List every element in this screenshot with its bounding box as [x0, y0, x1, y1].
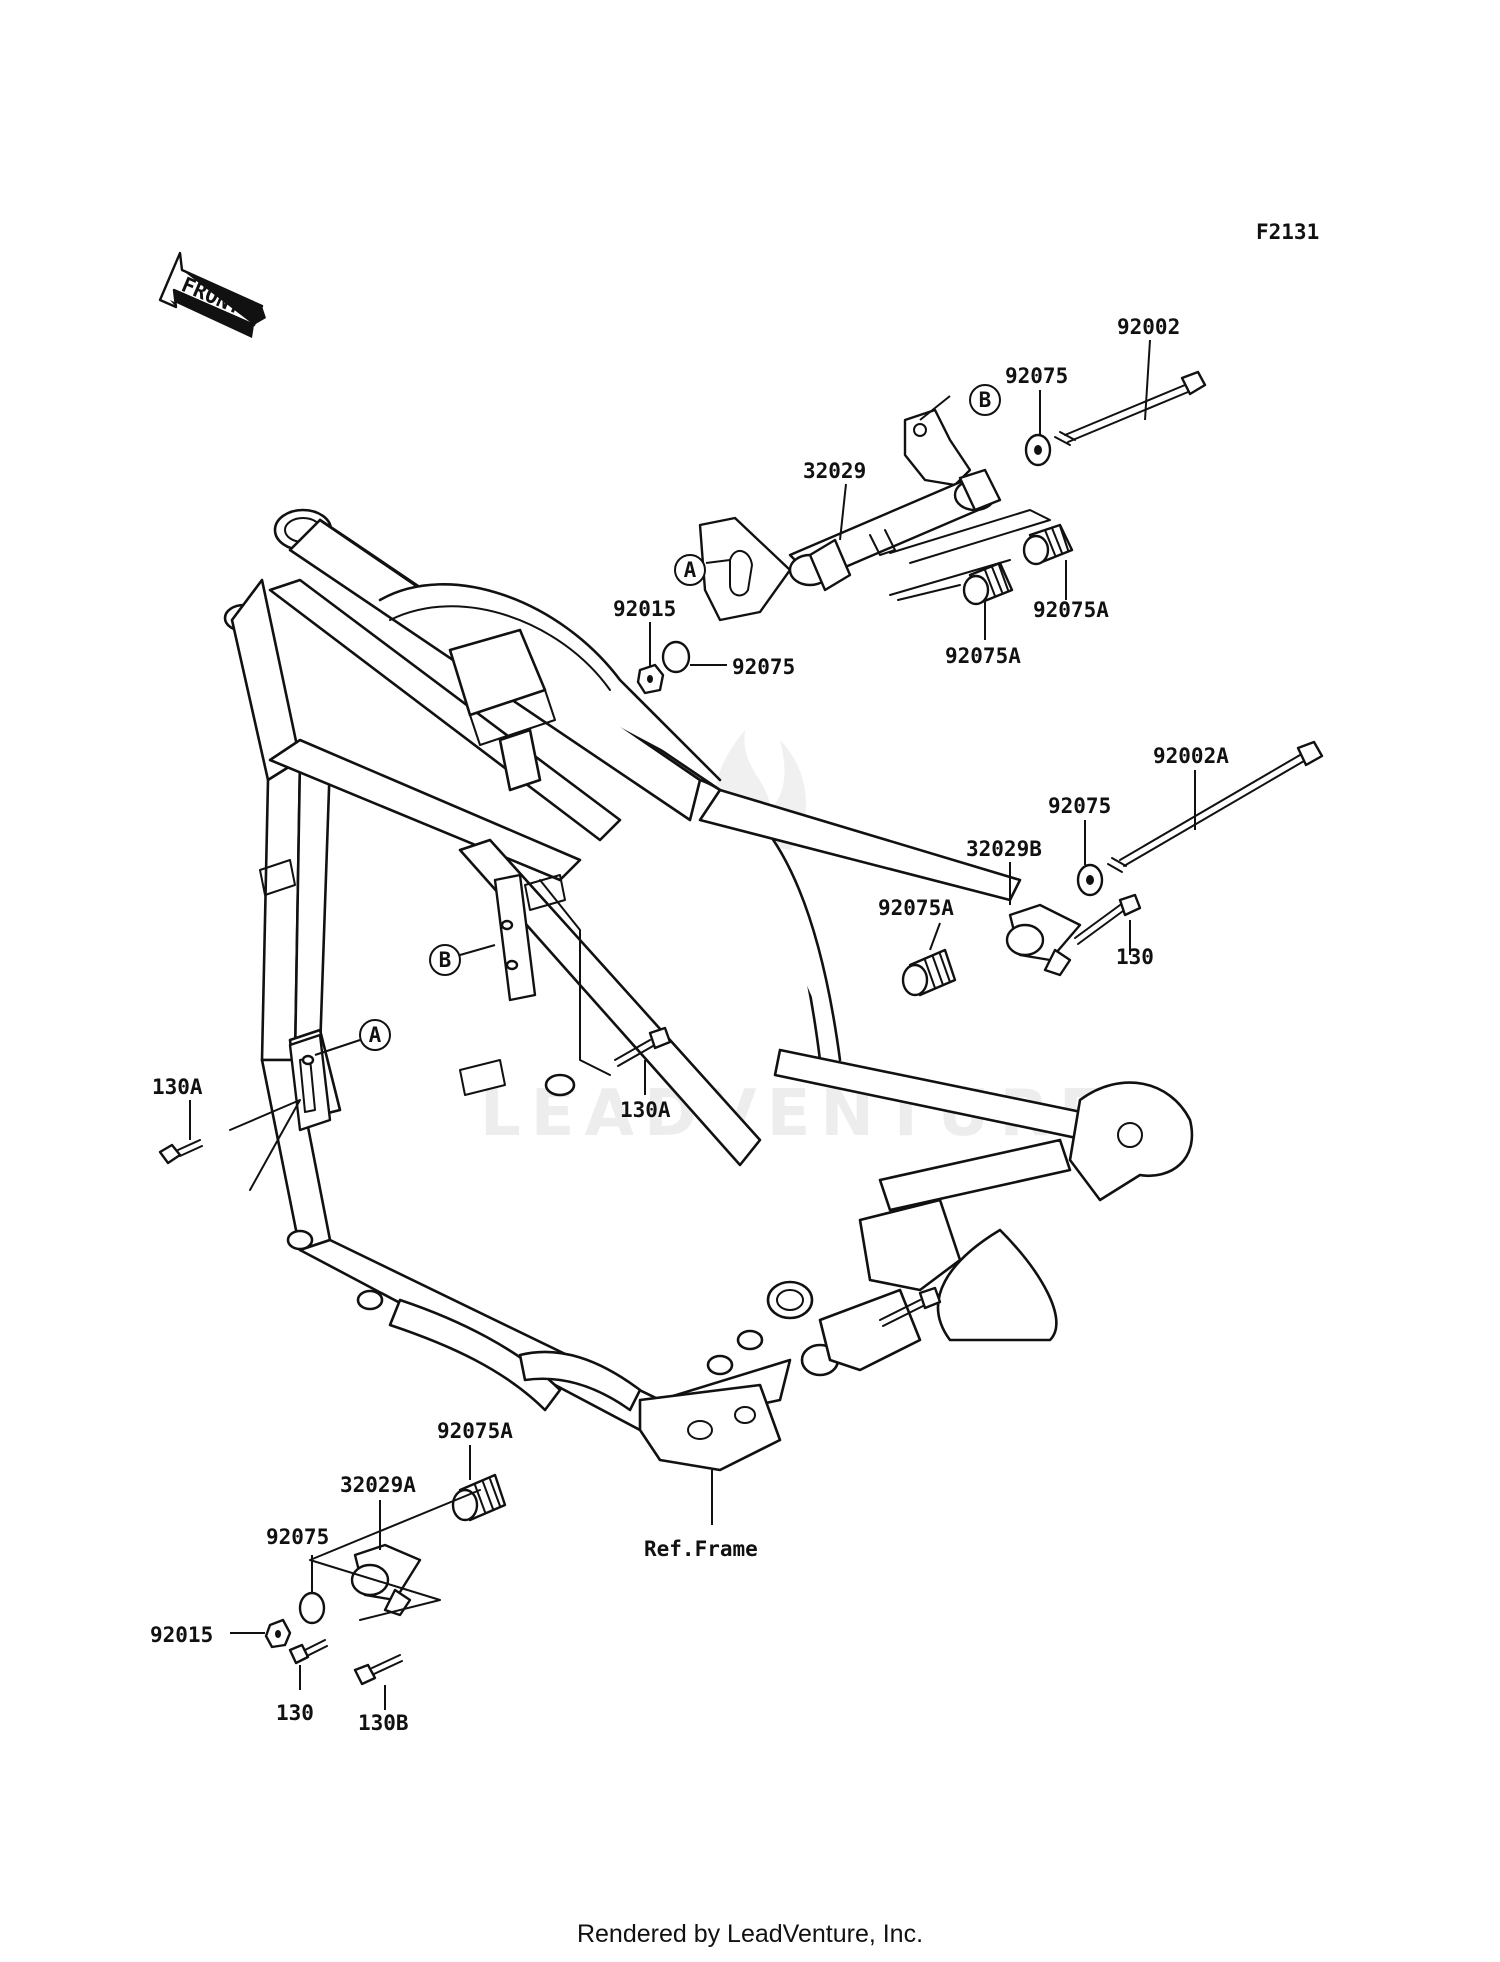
label-32029B: 32029B: [966, 837, 1042, 861]
svg-text:B: B: [979, 388, 992, 412]
label-ref-frame: Ref.Frame: [644, 1537, 758, 1561]
bolt-92002A: [1107, 740, 1324, 873]
svg-text:B: B: [439, 948, 452, 972]
label-92015-top: 92015: [613, 597, 676, 621]
label-130-bottom: 130: [276, 1701, 314, 1725]
collar-92075A-top-left: [962, 561, 1014, 606]
callout-a-top: A: [674, 554, 706, 586]
label-32029: 32029: [803, 459, 866, 483]
callout-a-frame: A: [359, 1019, 391, 1051]
label-92075A-right: 92075A: [878, 896, 954, 920]
label-92015-bottom: 92015: [150, 1623, 213, 1647]
label-32029A: 32029A: [340, 1473, 416, 1497]
diagram-code: F2131: [1256, 220, 1319, 244]
label-92002: 92002: [1117, 315, 1180, 339]
bolt-130A-left: [158, 1139, 203, 1165]
collar-92075A-right: [901, 948, 957, 997]
motorcycle-frame: [223, 508, 1194, 1472]
svg-text:A: A: [369, 1023, 382, 1047]
label-92075-right: 92075: [1048, 794, 1111, 818]
label-92075A-top-left: 92075A: [945, 644, 1021, 668]
label-92075-top: 92075: [1005, 364, 1068, 388]
label-92075A-top-right: 92075A: [1033, 598, 1109, 622]
collar-92075A-bottom: [451, 1473, 507, 1522]
label-92075A-bottom: 92075A: [437, 1419, 513, 1443]
label-130B: 130B: [358, 1711, 409, 1735]
front-arrow-icon: FRONT: [158, 251, 266, 338]
part-labels: 92002 92075 32029 92015 92075 92075A 920…: [150, 315, 1229, 1735]
bolt-130-right: [1074, 893, 1142, 945]
frame-bracket-a: [288, 1033, 332, 1132]
label-92075-bottom: 92075: [266, 1525, 329, 1549]
label-92002A: 92002A: [1153, 744, 1229, 768]
frame-rear-bolt: [879, 1286, 942, 1327]
label-130-right: 130: [1116, 945, 1154, 969]
bolt-130-bottom: [288, 1639, 328, 1665]
callout-b-top: B: [969, 384, 1001, 416]
label-130A-left: 130A: [152, 1075, 203, 1099]
label-130A-center: 130A: [620, 1098, 671, 1122]
top-engine-mount-assembly: [636, 370, 1207, 695]
collar-92075A-top-right: [1022, 523, 1074, 566]
right-engine-mount-assembly: [901, 740, 1324, 997]
label-92075-mid: 92075: [732, 655, 795, 679]
callout-b-frame: B: [429, 944, 461, 976]
leader-lines: [189, 339, 1196, 1710]
bottom-engine-mount-assembly: [264, 1473, 507, 1686]
footer-credit: Rendered by LeadVenture, Inc.: [576, 1920, 924, 1948]
bolt-130B: [353, 1654, 403, 1686]
bolt-130A-center: [614, 1026, 672, 1067]
frame-bracket-b: [493, 873, 537, 1002]
svg-text:A: A: [684, 558, 697, 582]
bolt-92002: [1054, 370, 1207, 446]
